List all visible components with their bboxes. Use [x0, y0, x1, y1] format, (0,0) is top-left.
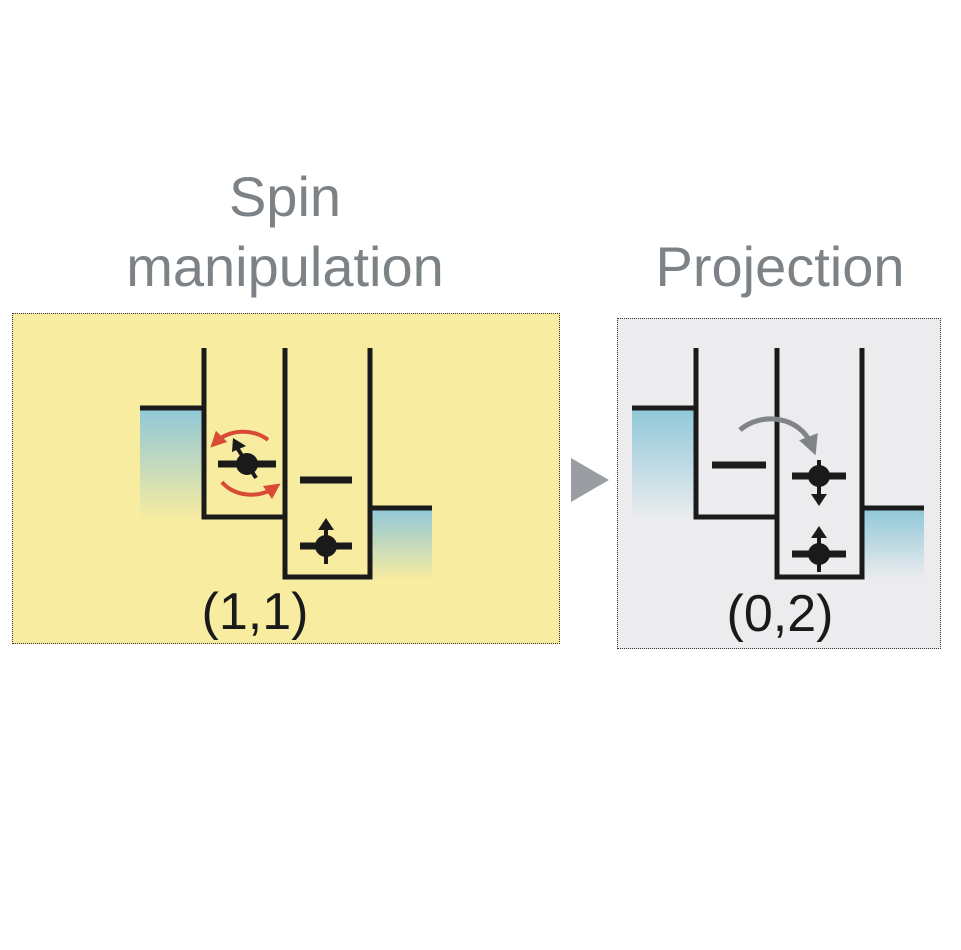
right-reservoir-right	[862, 508, 924, 580]
title-line-2: manipulation	[126, 235, 444, 298]
right-triangle-icon	[571, 458, 609, 502]
left-double-dot	[140, 348, 432, 580]
left-reservoir-right	[632, 408, 694, 520]
state-label-left: (1,1)	[201, 583, 309, 641]
electron-spin-down	[792, 460, 846, 506]
transfer-arrow	[738, 416, 818, 456]
right-double-dot	[632, 348, 924, 580]
electron-spin-up	[792, 526, 846, 572]
electron-left-dot	[210, 429, 281, 500]
left-reservoir	[140, 408, 202, 520]
state-label-right: (0,2)	[726, 585, 834, 643]
projection-title: Projection	[655, 235, 905, 298]
potential-profile-right	[632, 348, 924, 580]
rotation-arrow-top	[210, 429, 270, 448]
spin-manipulation-title: Spin manipulation	[60, 162, 510, 302]
title-line-1: Spin	[228, 165, 342, 228]
potential-profile	[140, 348, 432, 580]
right-reservoir	[370, 508, 432, 580]
rotation-arrow-bottom	[220, 480, 281, 500]
electron-right-dot	[300, 518, 352, 564]
